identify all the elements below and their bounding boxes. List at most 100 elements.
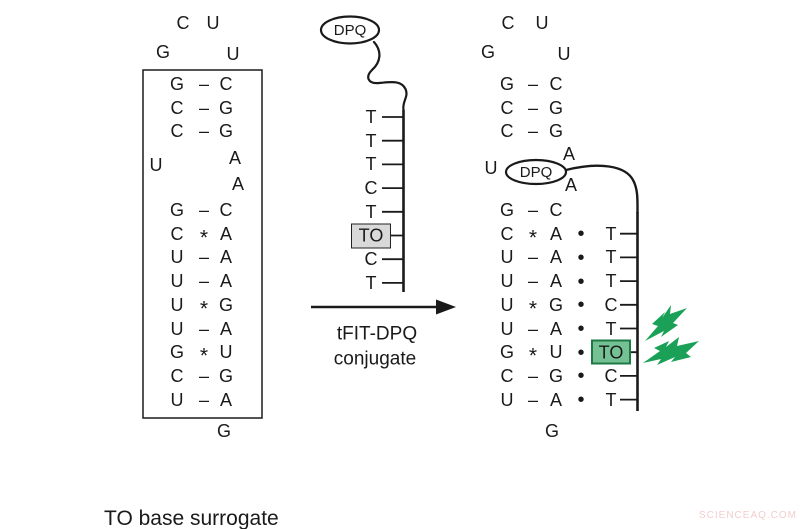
bond-dash: – [527, 121, 539, 142]
stem-base-left: G [499, 200, 515, 220]
bond-star: * [199, 297, 209, 321]
stem-base-left: U [170, 318, 184, 339]
stem-base-left: G [499, 342, 515, 363]
stem-base-right: A [219, 389, 233, 410]
tail-base: G [216, 421, 232, 441]
loop-base: U [226, 44, 240, 64]
bond-dash: – [198, 247, 210, 268]
pair-dot: • [577, 246, 585, 269]
bulge-base: A [231, 174, 245, 194]
pair-dot: • [577, 270, 585, 293]
stem-base-left: U [170, 247, 184, 268]
bulge-base: A [228, 148, 242, 168]
stem-base-right: C [219, 200, 233, 220]
loop-base: U [535, 13, 549, 33]
reaction-arrow-head [436, 299, 456, 315]
bond-star: * [199, 226, 209, 250]
probe-base: C [364, 249, 378, 270]
bulge-base: A [562, 144, 576, 164]
bond-dash: – [527, 365, 539, 386]
bond-dash: – [198, 318, 210, 339]
bond-dash: – [527, 74, 539, 94]
probe-base: T [365, 107, 377, 127]
stem-base-right: G [218, 121, 234, 142]
probe-base: T [365, 130, 377, 151]
loop-base: C [501, 13, 515, 33]
dpq-oval [319, 15, 381, 45]
probe-base: T [605, 318, 617, 339]
stem-base-right: U [549, 342, 563, 363]
to-base-box: TO [351, 223, 391, 248]
bond-star: * [528, 226, 538, 250]
bond-dash: – [198, 389, 210, 410]
probe-base: C [604, 294, 618, 315]
pair-dot: • [577, 318, 585, 340]
stem-base-right: G [218, 97, 234, 118]
dpq-oval-bound [504, 158, 568, 186]
stem-base-left: U [500, 318, 514, 339]
dpq-label: DPQ [334, 22, 367, 39]
stem-base-left: G [169, 342, 185, 363]
pair-dot: • [577, 389, 585, 412]
fluorescence-flash-icon [643, 337, 699, 365]
pair-dot: • [577, 365, 585, 388]
loop-base: C [176, 13, 190, 33]
stem-base-right: G [548, 121, 564, 142]
bond-star: * [199, 344, 209, 368]
stem-base-left: G [499, 74, 515, 94]
stem-base-left: U [500, 389, 514, 410]
bulge-base: U [149, 155, 163, 175]
loop-base: G [155, 42, 171, 62]
probe-base: T [365, 201, 377, 222]
bond-star: * [528, 297, 538, 321]
bulge-base: A [564, 175, 578, 195]
stem-base-right: A [549, 271, 563, 292]
stem-base-right: G [548, 294, 564, 315]
stem-base-left: C [500, 121, 514, 142]
stem-base-right: A [549, 223, 563, 244]
target-region-box [142, 69, 263, 419]
probe-base: T [605, 247, 617, 268]
stem-base-right: A [549, 247, 563, 268]
probe-base: T [605, 223, 617, 244]
bond-dash: – [527, 389, 539, 410]
bond-dash: – [198, 271, 210, 292]
stem-base-right: G [218, 365, 234, 386]
stem-base-left: U [500, 294, 514, 315]
bond-dash: – [198, 74, 210, 94]
probe-base: T [605, 271, 617, 292]
pair-dot: • [577, 223, 585, 246]
bond-dash: – [198, 121, 210, 142]
stem-base-right: A [549, 318, 563, 339]
bond-dash: – [198, 97, 210, 118]
probe-base: T [365, 272, 377, 293]
dpq-linker-squiggle [367, 40, 408, 112]
tail-base: G [544, 421, 560, 441]
stem-base-right: A [219, 247, 233, 268]
probe-base: C [364, 178, 378, 199]
stem-base-left: C [170, 97, 184, 118]
stem-base-right: C [549, 74, 563, 94]
to-base-label: TO [358, 225, 384, 246]
stem-base-right: A [219, 271, 233, 292]
dpq-label-bound: DPQ [520, 164, 553, 181]
stem-base-left: C [500, 365, 514, 386]
bond-dash: – [198, 365, 210, 386]
loop-base: G [480, 42, 496, 62]
stem-base-right: A [219, 223, 233, 244]
stem-base-left: C [170, 223, 184, 244]
probe-base-ticks [382, 116, 404, 284]
probe-base: T [365, 154, 377, 175]
pair-dot: • [577, 294, 585, 317]
duplex-base-ticks [620, 232, 638, 401]
stem-base-right: G [548, 97, 564, 118]
stem-base-right: C [549, 200, 563, 220]
stem-base-left: U [500, 247, 514, 268]
stem-base-right: C [219, 74, 233, 94]
stem-base-left: U [170, 294, 184, 315]
stem-base-right: G [218, 294, 234, 315]
bond-star: * [528, 344, 538, 368]
stem-base-left: C [170, 365, 184, 386]
bond-dash: – [198, 200, 210, 220]
